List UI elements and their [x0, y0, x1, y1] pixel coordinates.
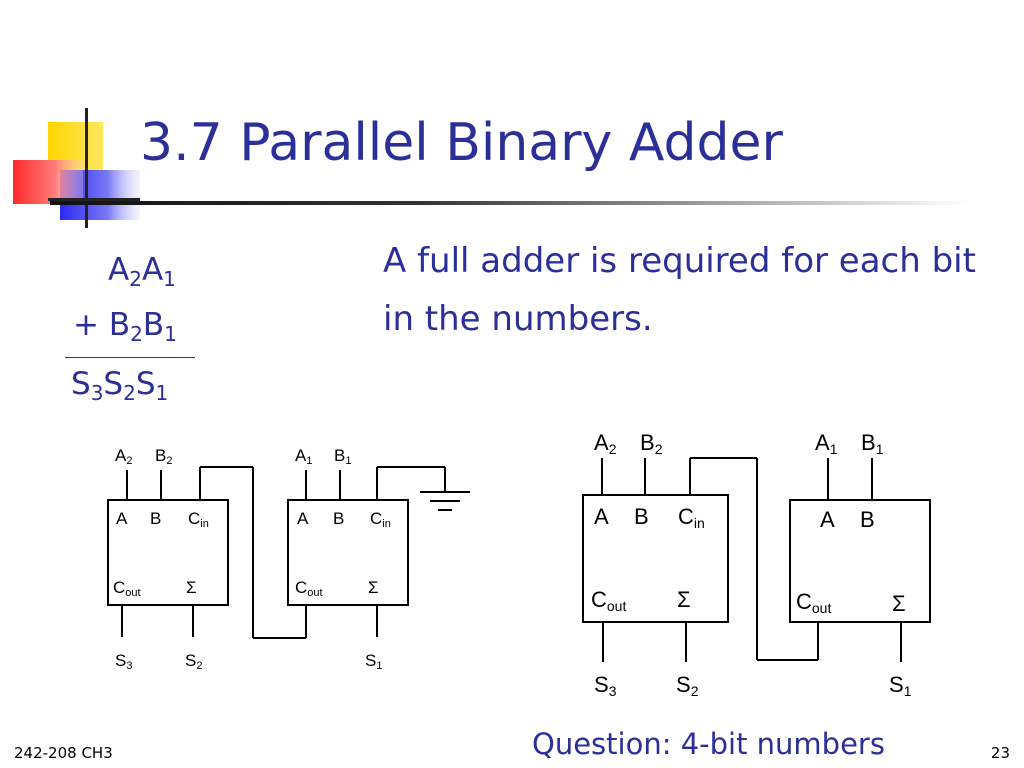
pin-a: A [594, 504, 609, 529]
footer-course-code: 242-208 CH3 [14, 744, 113, 762]
input-label-b1: B1 [861, 430, 884, 457]
output-label-s3: S3 [594, 672, 617, 699]
input-label-a1: A1 [815, 430, 838, 457]
description-text: A full adder is required for each bit in… [383, 241, 976, 339]
title-underline [50, 201, 970, 205]
page-number: 23 [990, 744, 1010, 762]
pin-b: B [634, 504, 649, 529]
input-label-a2: A2 [594, 430, 617, 457]
pin-sum: Σ [677, 587, 691, 612]
input-label-a2: A2 [115, 446, 132, 467]
pin-cin: Cin [370, 509, 391, 530]
pin-sum: Σ [368, 578, 379, 597]
pin-a: A [116, 509, 128, 528]
full-adder-box [789, 499, 931, 623]
pin-cout: Cout [796, 589, 831, 616]
pin-cout: Cout [591, 587, 626, 614]
input-label-b2: B2 [640, 430, 663, 457]
decorative-logo-icon [13, 108, 140, 228]
addition-row-sum: S3S2S1 [71, 366, 169, 405]
slide-title: 3.7 Parallel Binary Adder [140, 113, 783, 173]
pin-sum: Σ [186, 578, 197, 597]
pin-b: B [860, 507, 875, 532]
input-label-b2: B2 [155, 446, 172, 467]
addition-row-a: A2A1 [108, 252, 176, 291]
output-label-s3: S3 [115, 651, 132, 672]
pin-b: B [333, 509, 344, 528]
full-adder-box [287, 499, 409, 606]
full-adder-box [582, 494, 729, 623]
addition-row-b: + B2B1 [73, 307, 177, 346]
pin-cout: Cout [113, 578, 141, 599]
pin-a: A [820, 507, 835, 532]
addition-rule [65, 357, 195, 358]
output-label-s2: S2 [676, 672, 699, 699]
pin-b: B [150, 509, 161, 528]
pin-a: A [297, 509, 309, 528]
output-label-s1: S1 [365, 651, 382, 672]
pin-cin: Cin [188, 509, 209, 530]
output-label-s2: S2 [185, 651, 202, 672]
input-label-b1: B1 [334, 446, 351, 467]
question-text: Question: 4-bit numbers [532, 727, 885, 761]
pin-sum: Σ [892, 591, 906, 616]
full-adder-box [107, 499, 229, 606]
pin-cout: Cout [295, 578, 323, 599]
input-label-a1: A1 [295, 446, 312, 467]
pin-cin: Cin [678, 504, 705, 531]
output-label-s1: S1 [889, 672, 912, 699]
binary-addition-example: A2A1 + B2B1 S3S2S1 [0, 0, 260, 420]
